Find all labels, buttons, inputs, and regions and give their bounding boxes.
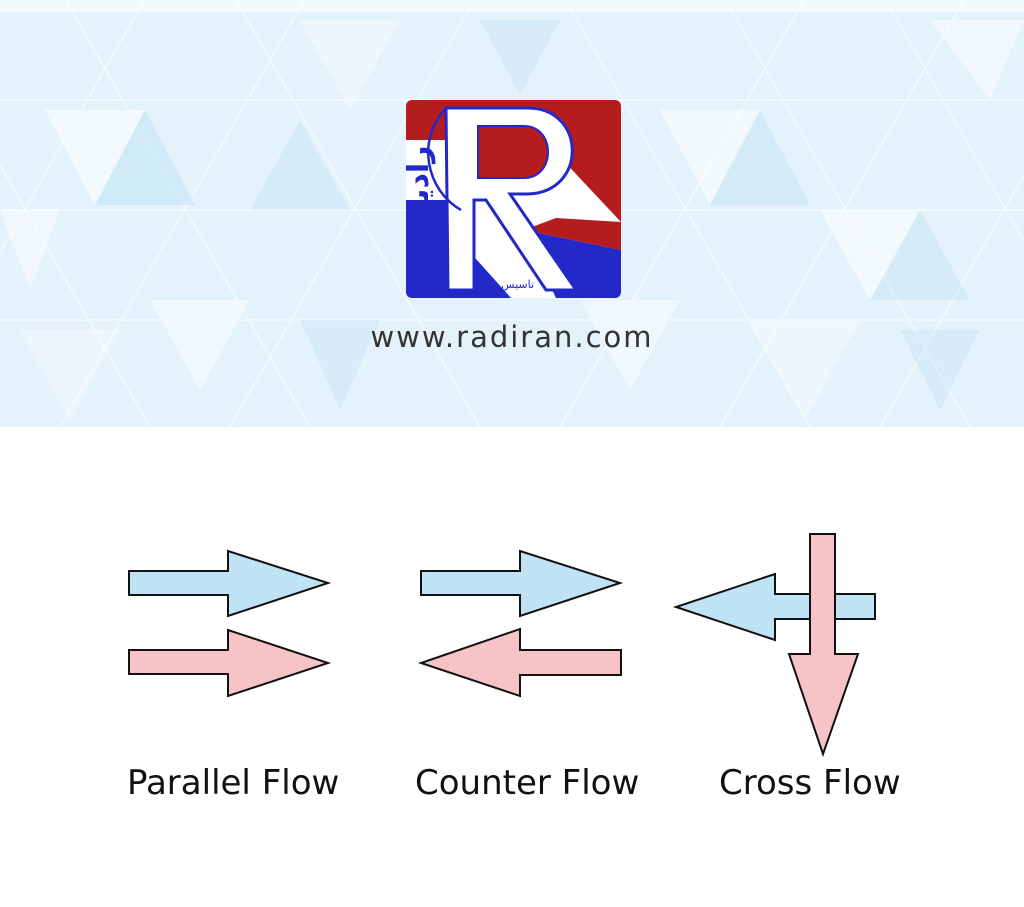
parallel-cold-arrow — [128, 549, 332, 618]
logo-brand-text: رادیران — [406, 146, 436, 255]
parallel-flow-group — [128, 549, 332, 698]
header-banner: رادیران تاسیس ۱۳۴۶ www.radiran.com — [0, 0, 1024, 427]
flow-diagram: Parallel Flow Counter Flow Cross Flow — [0, 427, 1024, 907]
triangle-pattern-background — [0, 0, 1024, 427]
cross-flow-label: Cross Flow — [719, 763, 901, 803]
logo-founded-text: تاسیس ۱۳۴۶ — [474, 278, 534, 291]
cross-cold-arrow — [672, 572, 876, 642]
counter-flow-group — [417, 549, 624, 698]
counter-cold-arrow — [420, 549, 624, 618]
counter-hot-arrow — [417, 627, 622, 698]
radiran-logo: رادیران تاسیس ۱۳۴۶ — [406, 100, 621, 298]
flow-arrows — [128, 533, 876, 758]
parallel-hot-arrow — [128, 628, 332, 698]
website-url[interactable]: www.radiran.com — [370, 320, 654, 354]
counter-flow-label: Counter Flow — [415, 763, 640, 803]
parallel-flow-label: Parallel Flow — [127, 763, 340, 803]
cross-hot-arrow — [787, 533, 860, 758]
cross-flow-group — [672, 533, 876, 758]
